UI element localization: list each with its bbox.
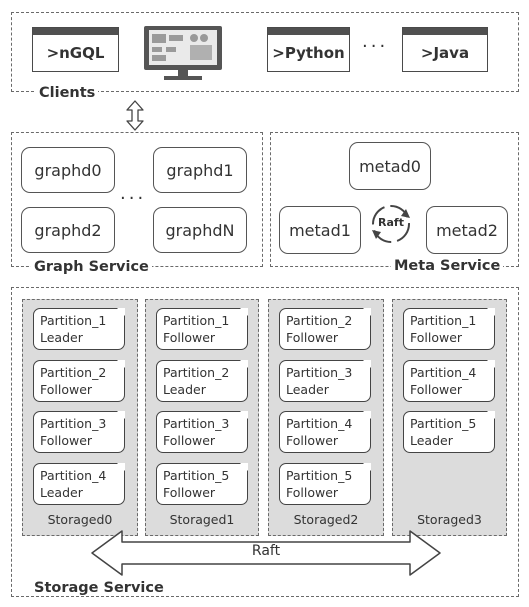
- partition-card: Partition_5 Follower: [156, 463, 248, 505]
- partition-id: Partition_3: [40, 416, 107, 431]
- storaged-name: Storaged2: [293, 512, 359, 527]
- partition-card: Partition_2 Follower: [33, 360, 125, 402]
- partition-card: Partition_3 Follower: [33, 411, 125, 453]
- partition-id: Partition_4: [410, 365, 477, 380]
- partition-id: Partition_2: [40, 365, 107, 380]
- partition-card: Partition_3 Follower: [156, 411, 248, 453]
- client-python-label: >Python: [272, 43, 345, 62]
- partition-card: Partition_1 Leader: [33, 308, 125, 350]
- partition-role: Leader: [163, 382, 206, 397]
- monitor-icon: [142, 24, 224, 82]
- storaged-column: Partition_1 Follower Partition_4 Followe…: [392, 299, 507, 536]
- metad-node: metad1: [279, 206, 361, 254]
- storage-raft-label: Raft: [251, 543, 281, 559]
- partition-id: Partition_3: [163, 416, 230, 431]
- client-ngql-label: >nGQL: [46, 43, 105, 62]
- partition-id: Partition_5: [286, 468, 353, 483]
- partition-card: Partition_1 Follower: [403, 308, 495, 350]
- partition-role: Follower: [163, 485, 216, 500]
- partition-id: Partition_1: [40, 313, 107, 328]
- graph-service-label: Graph Service: [31, 259, 152, 275]
- storaged-column: Partition_1 Follower Partition_2 Leader …: [145, 299, 259, 536]
- meta-service-label: Meta Service: [391, 258, 504, 274]
- storaged-name: Storaged3: [417, 512, 482, 527]
- partition-role: Follower: [286, 330, 339, 345]
- partition-role: Follower: [410, 382, 463, 397]
- clients-label: Clients: [36, 85, 99, 101]
- clients-ellipsis: ···: [362, 36, 389, 57]
- graphd-node: graphd2: [21, 207, 115, 253]
- partition-card: Partition_2 Follower: [279, 308, 371, 350]
- graph-ellipsis: ···: [120, 188, 147, 209]
- storaged-column: Partition_2 Follower Partition_3 Leader …: [268, 299, 384, 536]
- partition-role: Leader: [410, 433, 453, 448]
- partition-id: Partition_4: [40, 468, 107, 483]
- partition-role: Follower: [286, 485, 339, 500]
- partition-id: Partition_1: [410, 313, 477, 328]
- meta-raft-label: Raft: [378, 216, 404, 229]
- metad-node: metad2: [426, 206, 508, 254]
- partition-id: Partition_5: [163, 468, 230, 483]
- partition-role: Leader: [40, 330, 83, 345]
- clients-section: [11, 12, 519, 92]
- graphd-node: graphd0: [21, 147, 115, 193]
- storaged-column: Partition_1 Leader Partition_2 Follower …: [22, 299, 138, 536]
- partition-role: Leader: [286, 382, 329, 397]
- partition-role: Follower: [40, 382, 93, 397]
- partition-role: Follower: [163, 330, 216, 345]
- partition-card: Partition_5 Follower: [279, 463, 371, 505]
- raft-cycle-icon: [372, 205, 410, 243]
- partition-id: Partition_5: [410, 416, 477, 431]
- partition-id: Partition_2: [163, 365, 230, 380]
- graphd-node: graphd1: [153, 147, 247, 193]
- partition-id: Partition_1: [163, 313, 230, 328]
- partition-card: Partition_1 Follower: [156, 308, 248, 350]
- partition-card: Partition_3 Leader: [279, 360, 371, 402]
- partition-card: Partition_4 Follower: [279, 411, 371, 453]
- partition-card: Partition_4 Follower: [403, 360, 495, 402]
- client-python: >Python: [267, 27, 350, 72]
- partition-role: Follower: [286, 433, 339, 448]
- partition-card: Partition_5 Leader: [403, 411, 495, 453]
- partition-card: Partition_2 Leader: [156, 360, 248, 402]
- partition-role: Follower: [410, 330, 463, 345]
- storaged-name: Storaged0: [47, 512, 113, 527]
- partition-role: Follower: [163, 433, 216, 448]
- partition-role: Leader: [40, 485, 83, 500]
- partition-card: Partition_4 Leader: [33, 463, 125, 505]
- storaged-name: Storaged1: [169, 512, 235, 527]
- partition-id: Partition_3: [286, 365, 353, 380]
- partition-id: Partition_2: [286, 313, 353, 328]
- storage-service-label: Storage Service: [31, 580, 167, 596]
- metad-node: metad0: [349, 142, 431, 190]
- partition-id: Partition_4: [286, 416, 353, 431]
- client-ngql: >nGQL: [32, 27, 119, 72]
- graphd-node: graphdN: [153, 207, 247, 253]
- client-java-label: >Java: [420, 43, 470, 62]
- client-java: >Java: [402, 27, 488, 72]
- meta-raft-badge: Raft: [368, 201, 414, 247]
- storage-service-section: [11, 287, 519, 597]
- partition-role: Follower: [40, 433, 93, 448]
